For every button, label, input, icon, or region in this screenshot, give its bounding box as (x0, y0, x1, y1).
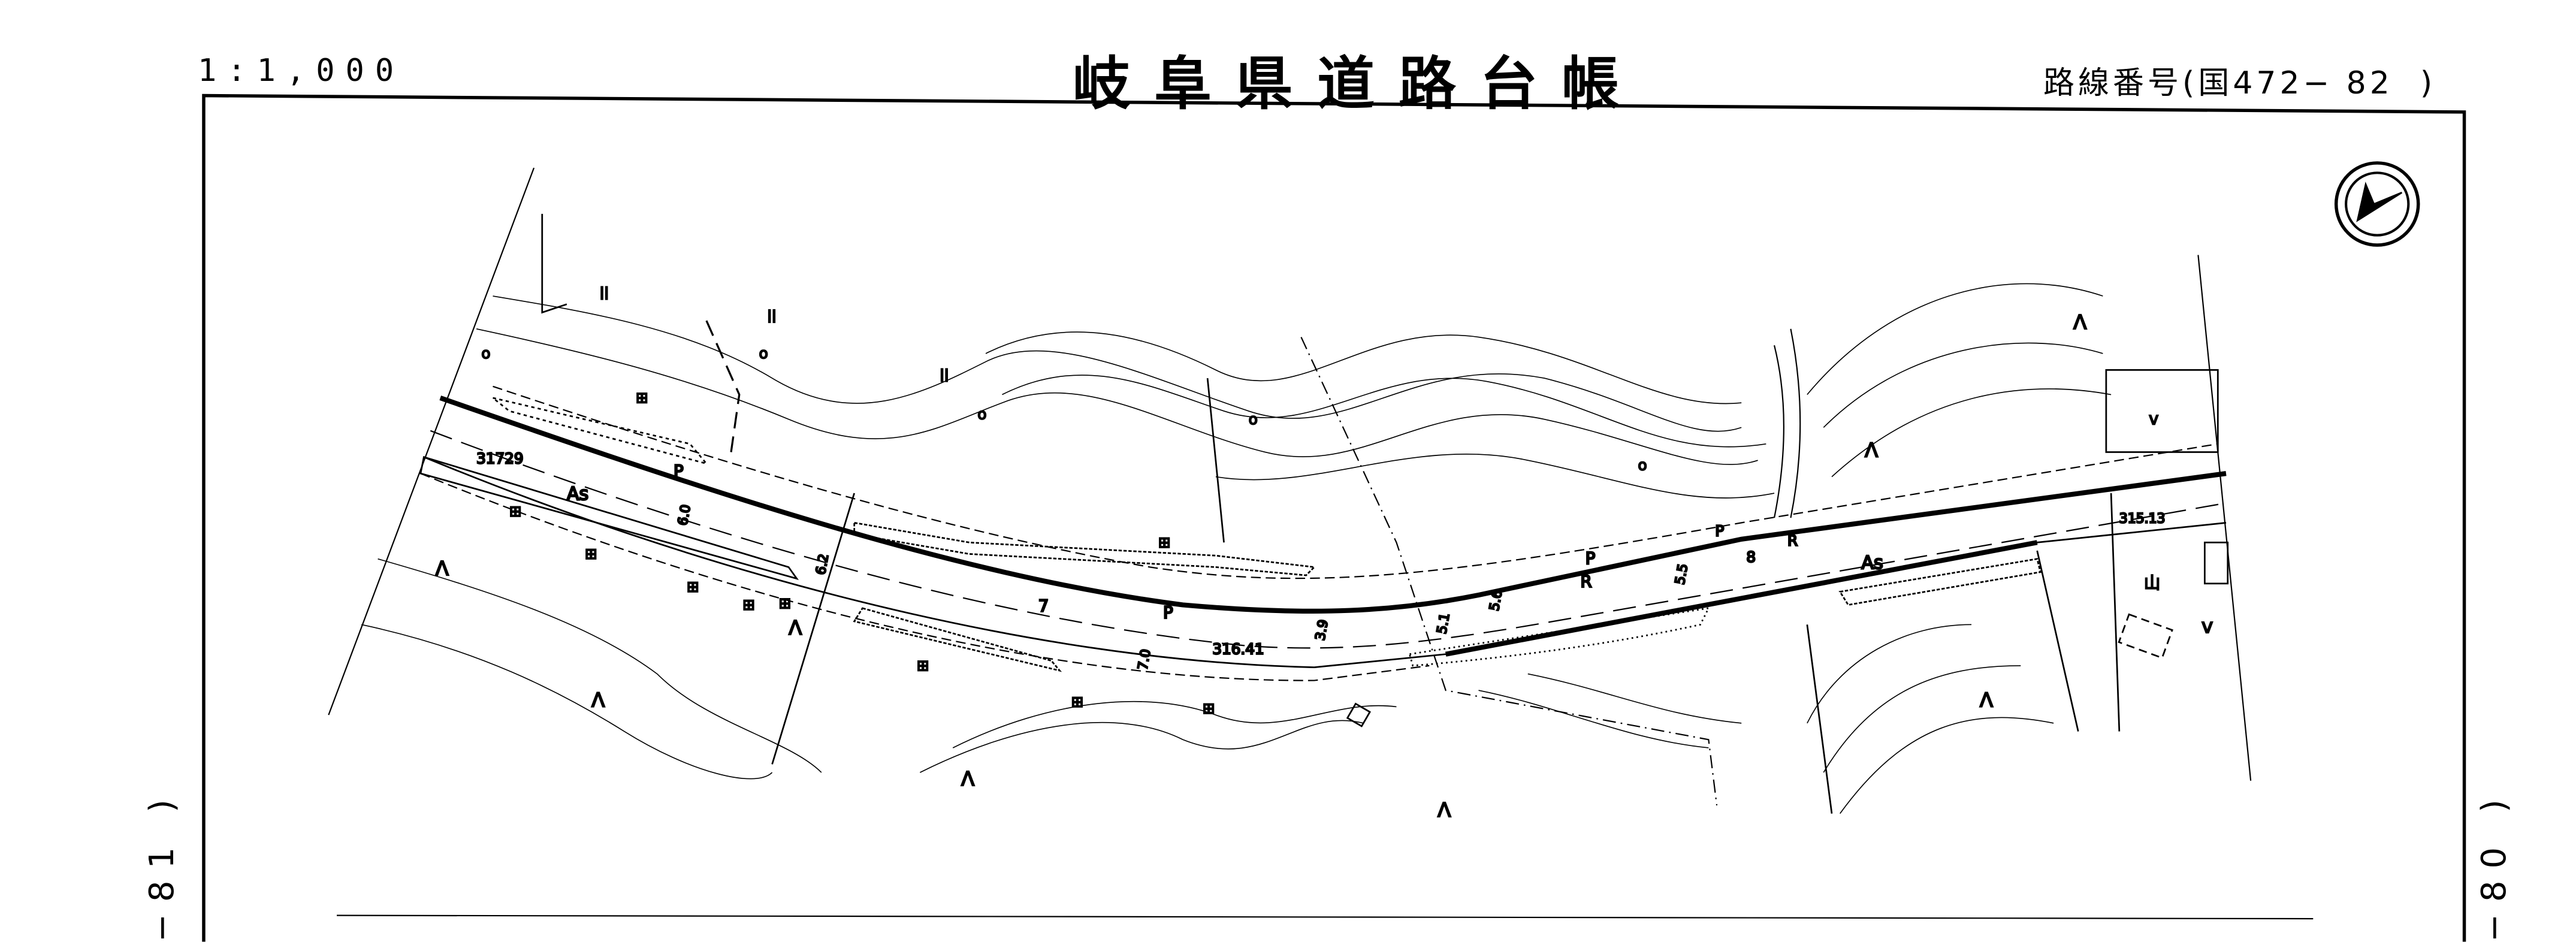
road-north-edge (439, 395, 2227, 614)
buildings (1346, 369, 2229, 727)
route-value: 472− 82 (2233, 65, 2393, 101)
svg-text:Λ: Λ (789, 616, 802, 639)
svg-text:o: o (1638, 457, 1647, 474)
road-south-edge (423, 456, 2227, 669)
map-label: 31729 (476, 450, 523, 467)
road-shoulder-north (493, 385, 2218, 579)
map-label: 7.0 (1136, 648, 1154, 671)
svg-text:ll: ll (940, 367, 949, 386)
svg-text:o: o (759, 345, 768, 362)
map-label: 315.13 (2119, 511, 2166, 526)
map-label: 5.5 (1673, 563, 1692, 586)
svg-text:山: 山 (2144, 574, 2160, 593)
bottom-rule (337, 914, 2314, 920)
road (420, 385, 2227, 681)
road-centerline (430, 430, 2227, 649)
svg-text:⊞: ⊞ (742, 596, 755, 614)
route-prefix: 国 (2198, 65, 2233, 101)
svg-text:v: v (2149, 410, 2158, 428)
svg-text:Λ: Λ (1865, 439, 1879, 462)
svg-text:o: o (1249, 410, 1258, 428)
map-label: R (1581, 572, 1592, 591)
map-label: 3.9 (1313, 618, 1331, 642)
map-label: P (674, 463, 684, 481)
map-label: As (1861, 552, 1883, 573)
svg-text:o: o (481, 345, 490, 362)
svg-text:⊞: ⊞ (509, 502, 522, 520)
map-label: 5.1 (1435, 612, 1453, 635)
route-number: 路線番号(国472− 82 ) (2043, 58, 2436, 102)
sheet-edge-left (328, 167, 535, 715)
sheet-edge-right (2197, 255, 2252, 781)
boundary-lines (541, 213, 2121, 814)
map-scale: 1:1,000 (198, 53, 405, 89)
route-close: ) (2420, 65, 2436, 101)
map-symbols: Λ Λ Λ Λ Λ Λ Λ Λ ll ll ll 山 v v ⊞ ⊞ ⊞ ⊞ ⊞ ⊞ ⊞ ⊞ ⊞ ⊞ o… (434, 284, 2213, 822)
svg-text:Λ: Λ (1980, 688, 1994, 711)
svg-text:v: v (2201, 614, 2213, 638)
svg-text:ll: ll (767, 308, 776, 327)
map-label: 7 (1038, 597, 1049, 615)
north-arrow-icon (2334, 161, 2420, 247)
road-shoulder-south (420, 473, 1430, 681)
map-label: P (1163, 603, 1173, 622)
map-frame (202, 93, 2466, 942)
svg-text:⊞: ⊞ (917, 657, 929, 674)
svg-text:Λ: Λ (961, 767, 975, 790)
svg-text:⊞: ⊞ (636, 389, 648, 406)
svg-text:⊞: ⊞ (779, 594, 792, 612)
map-label: 8 (1746, 548, 1756, 566)
svg-text:⊞: ⊞ (687, 578, 699, 596)
map-label: 6.2 (814, 552, 832, 576)
svg-text:⊞: ⊞ (585, 545, 597, 563)
svg-text:Λ: Λ (591, 688, 605, 711)
map-label: P (1586, 550, 1596, 568)
svg-text:o: o (977, 406, 986, 423)
svg-text:Λ: Λ (2073, 310, 2087, 334)
svg-text:⊞: ⊞ (1071, 693, 1084, 710)
map-label: R (1787, 532, 1798, 550)
svg-text:Λ: Λ (436, 557, 449, 580)
contour-lines (361, 283, 2112, 814)
svg-text:Λ: Λ (1438, 798, 1451, 822)
svg-text:⊞: ⊞ (1203, 699, 1215, 717)
retaining-walls (419, 397, 2042, 672)
map-label: P (1715, 522, 1724, 539)
route-label: 路線番号 (2043, 65, 2183, 101)
map-label: 6.0 (675, 503, 694, 527)
map-label: As (567, 484, 588, 505)
svg-text:ll: ll (600, 285, 609, 303)
route-open: ( (2182, 65, 2198, 101)
map-labels: 31729 As P 6.0 6.2 7 P 7.0 316.41 3.9 5.… (476, 449, 2166, 672)
svg-text:⊞: ⊞ (1158, 533, 1171, 551)
map-label: 5.6 (1487, 589, 1506, 612)
map-label: 316.41 (1212, 641, 1264, 658)
